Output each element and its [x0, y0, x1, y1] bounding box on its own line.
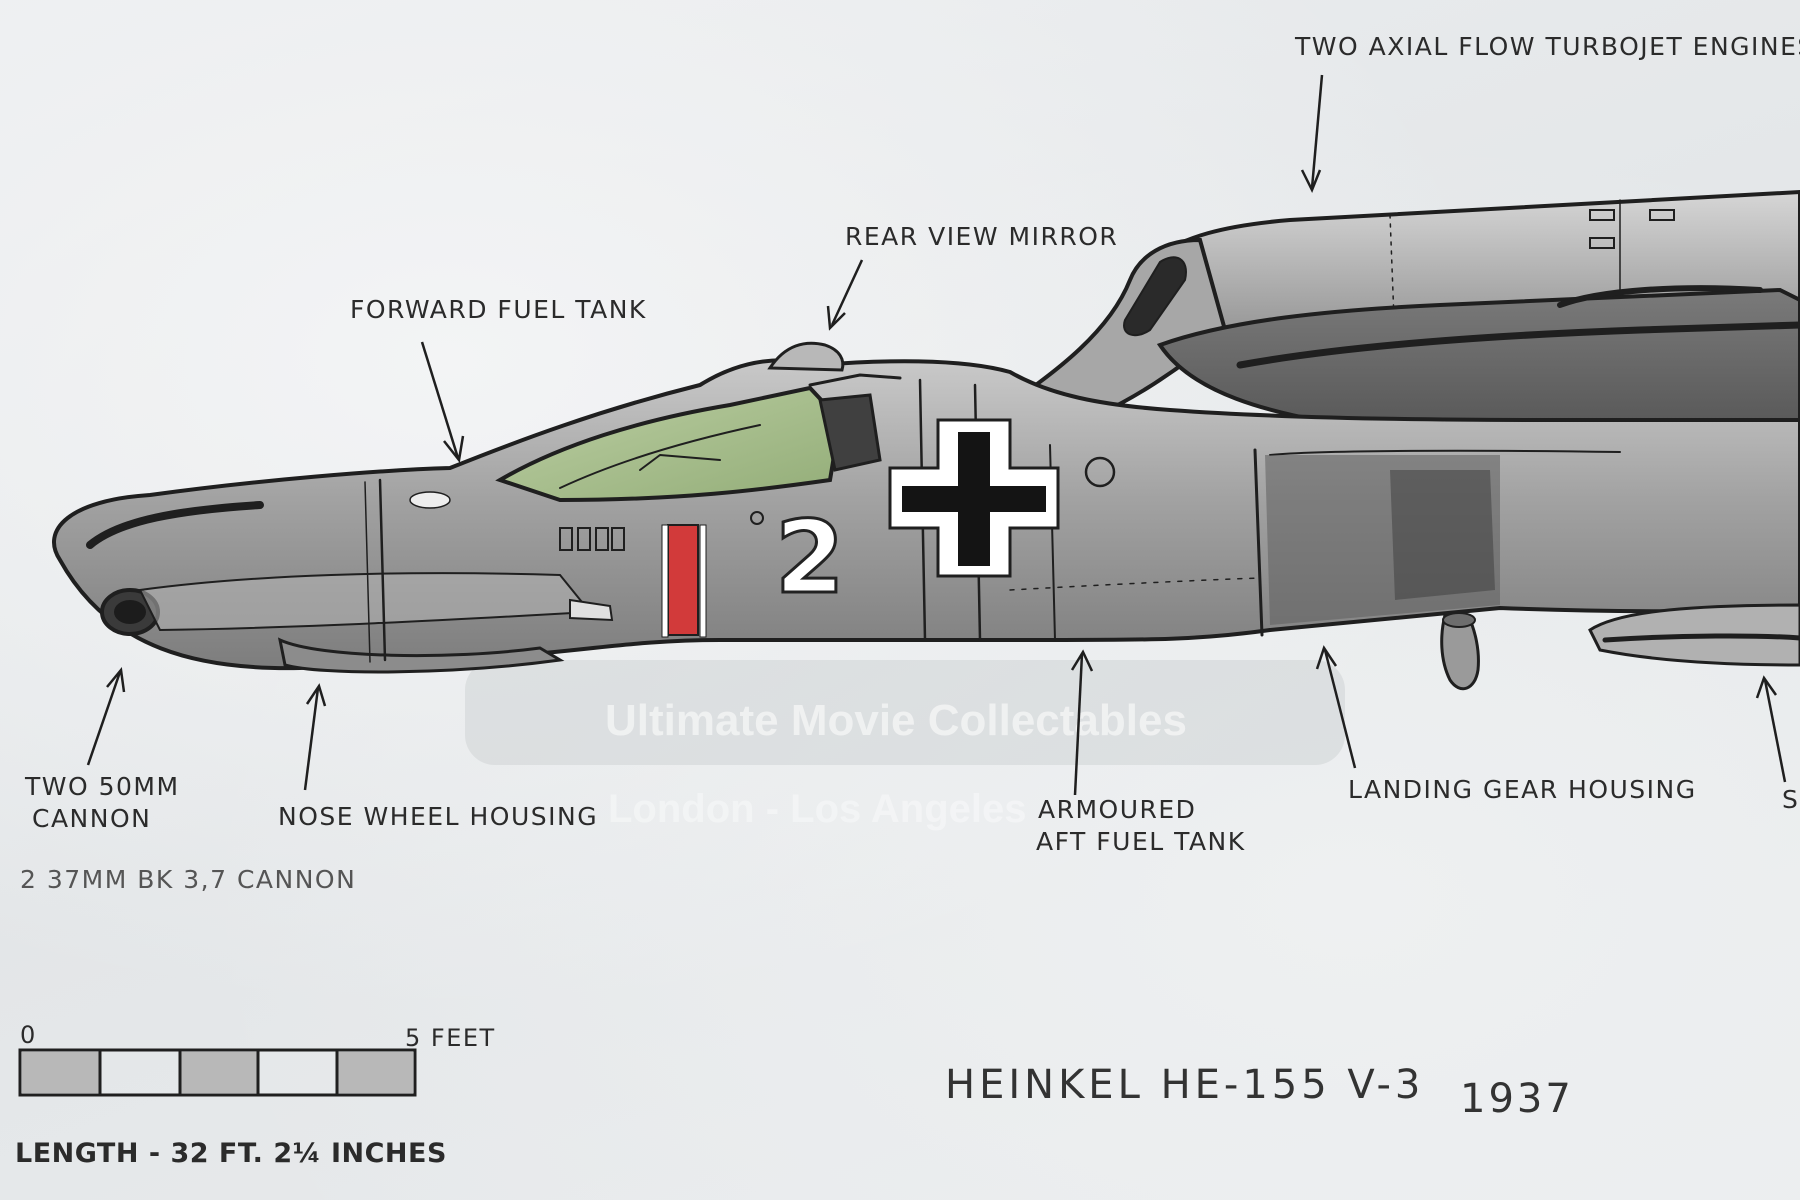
scale-end-label: 5 FEET — [405, 1024, 496, 1052]
aircraft-body: 2 — [52, 189, 1800, 691]
label-landing-gear-housing: LANDING GEAR HOUSING — [1348, 775, 1697, 804]
watermark-line2: London - Los Angeles — [608, 787, 1027, 831]
label-aft-fuel-tank: AFT FUEL TANK — [1036, 827, 1246, 856]
intake-opening — [1123, 256, 1187, 337]
fuselage-detail-marks — [559, 511, 764, 551]
label-nose-wheel-housing: NOSE WHEEL HOUSING — [278, 802, 598, 831]
aircraft-title: HEINKEL HE-155 V-3 — [945, 1062, 1424, 1108]
scale-bar: 0 5 FEET LENGTH - 32 FT. 2¼ INCHES — [15, 1021, 496, 1169]
aircraft-number-marking: 2 — [775, 499, 845, 616]
annotations: TWO AXIAL FLOW TURBOJET ENGINES REAR VIE… — [20, 32, 1800, 894]
red-fuselage-band — [667, 524, 699, 636]
aircraft-year: 1937 — [1460, 1076, 1574, 1122]
label-two-50mm: TWO 50MM — [24, 772, 180, 801]
label-cannon: CANNON — [32, 804, 151, 833]
length-label: LENGTH - 32 FT. 2¼ INCHES — [15, 1138, 447, 1169]
label-cut-off: S — [1782, 785, 1799, 814]
watermark-line1: Ultimate Movie Collectables — [605, 696, 1187, 745]
label-engines: TWO AXIAL FLOW TURBOJET ENGINES — [1294, 32, 1800, 61]
title-block: HEINKEL HE-155 V-3 1937 — [945, 1062, 1574, 1122]
balkenkreuz-insignia — [888, 418, 1060, 578]
label-forward-fuel-tank: FORWARD FUEL TANK — [350, 295, 647, 324]
scale-start-label: 0 — [20, 1021, 37, 1049]
label-armoured: ARMOURED — [1038, 795, 1196, 824]
label-37mm-cannon: 2 37MM BK 3,7 CANNON — [20, 865, 356, 894]
rear-view-mirror — [767, 341, 845, 372]
label-rear-view-mirror: REAR VIEW MIRROR — [845, 222, 1118, 251]
nose-wheel-bulge — [277, 637, 565, 674]
callout-arrows — [86, 74, 1787, 796]
watermark: Ultimate Movie Collectables London - Los… — [465, 660, 1345, 831]
landing-gear-leg — [1440, 613, 1480, 691]
